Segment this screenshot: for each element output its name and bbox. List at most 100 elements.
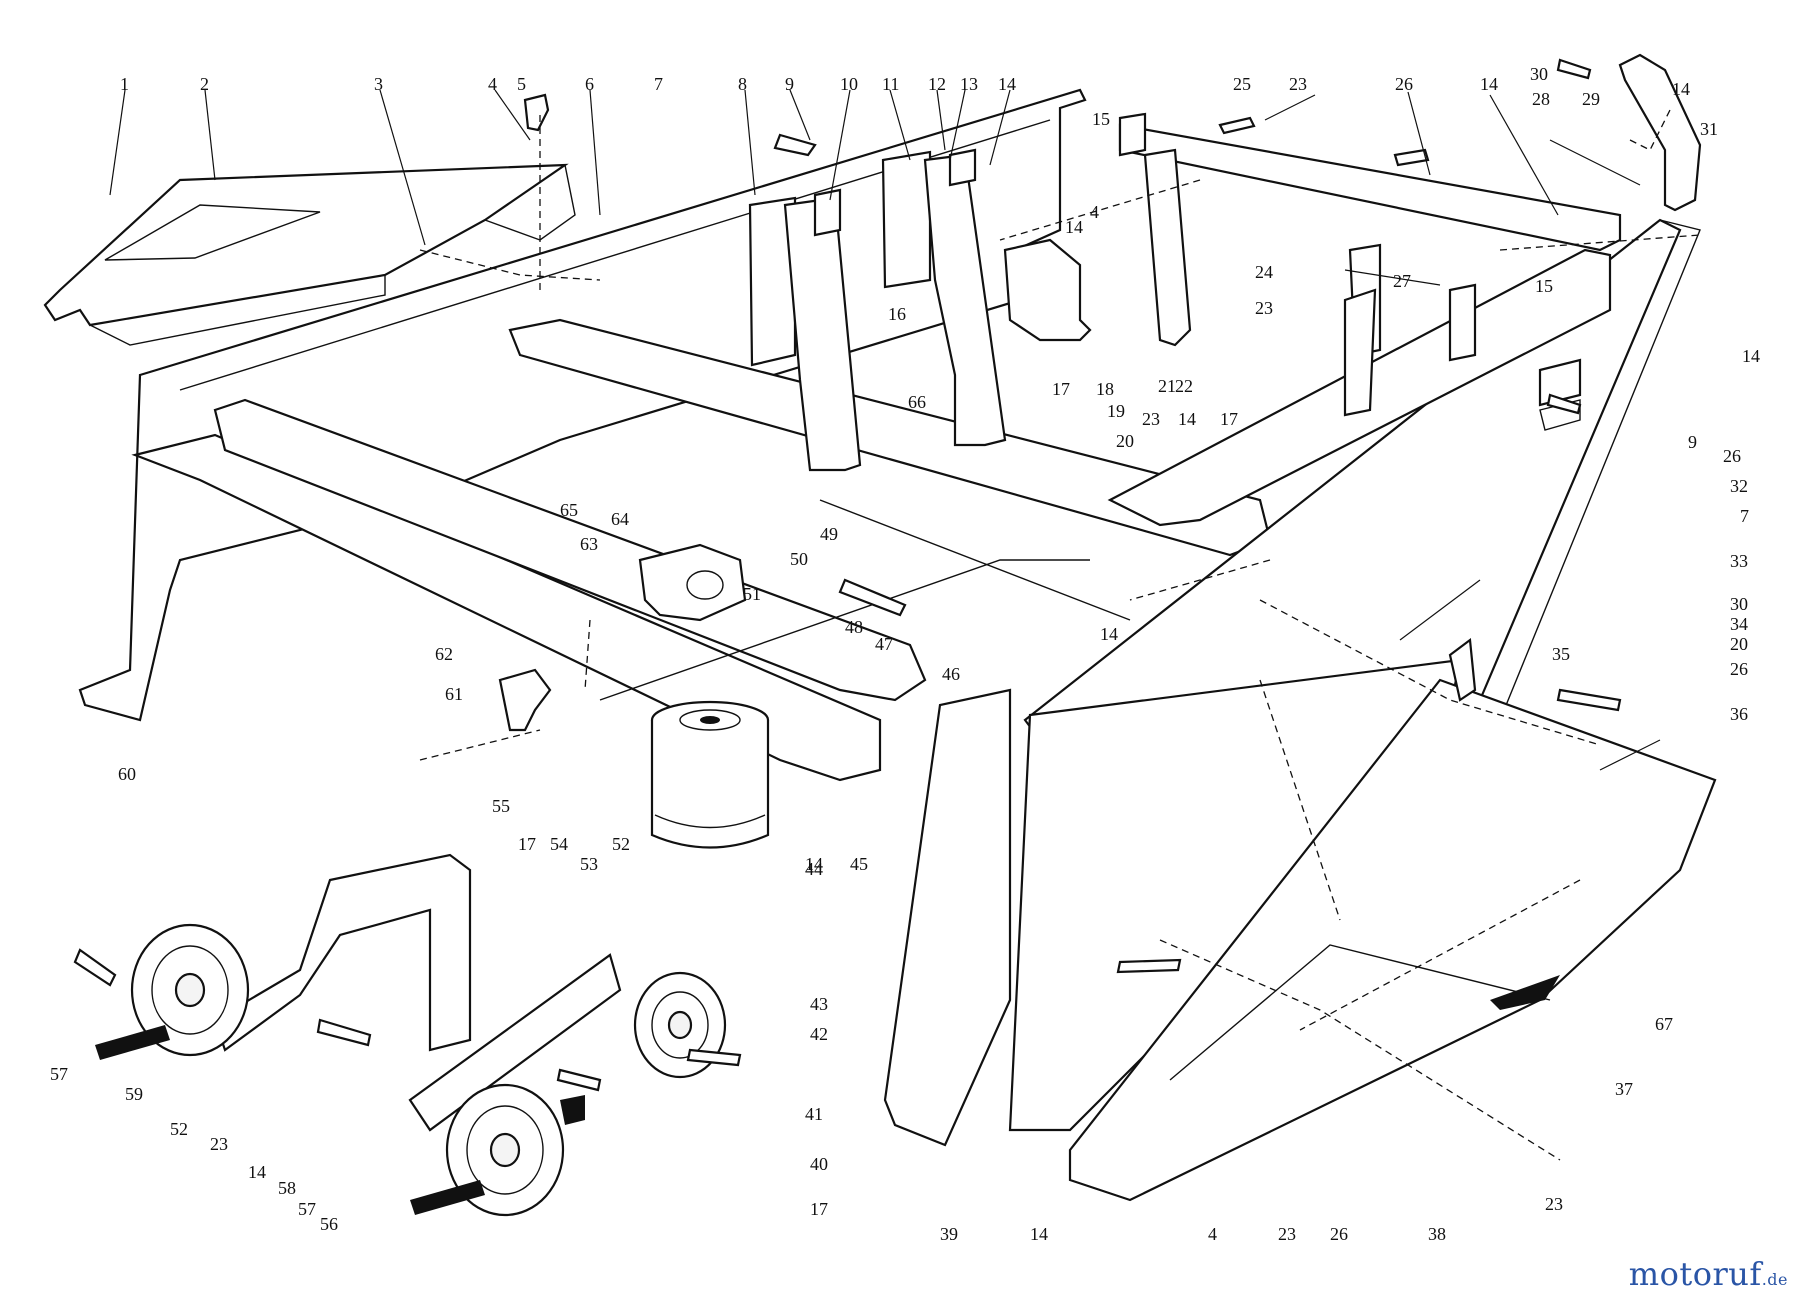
callout-67: 67 (1655, 1014, 1673, 1034)
hardware-bolts (73, 58, 1622, 1092)
callout-23: 23 (1278, 1224, 1296, 1244)
callout-4: 4 (488, 74, 497, 94)
callout-14: 14 (1672, 79, 1690, 99)
callout-15: 15 (1092, 109, 1110, 129)
oil-filter (650, 700, 770, 849)
callout-39: 39 (940, 1224, 958, 1244)
callout-30: 30 (1530, 64, 1548, 84)
callout-6: 6 (585, 74, 594, 94)
callout-64: 64 (611, 509, 629, 529)
assembly-dash-lines (419, 109, 1701, 1161)
callout-3: 3 (374, 74, 383, 94)
callout-50: 50 (790, 549, 808, 569)
callout-7: 7 (654, 74, 663, 94)
callout-63: 63 (580, 534, 598, 554)
callout-7: 7 (1740, 506, 1749, 526)
callout-13: 13 (960, 74, 978, 94)
callout-66: 66 (908, 392, 926, 412)
callout-19: 19 (1107, 401, 1125, 421)
callout-18: 18 (1096, 379, 1114, 399)
idler-bracket (213, 853, 622, 1132)
callout-2: 2 (200, 74, 209, 94)
callout-14: 14 (248, 1162, 266, 1182)
callout-41: 41 (805, 1104, 823, 1124)
callout-32: 32 (1730, 476, 1748, 496)
leader-lines (109, 89, 1661, 771)
callout-40: 40 (810, 1154, 828, 1174)
callout-15: 15 (1535, 276, 1553, 296)
callout-45: 45 (850, 854, 868, 874)
callout-26: 26 (1330, 1224, 1348, 1244)
callout-20: 20 (1116, 431, 1134, 451)
callout-43: 43 (810, 994, 828, 1014)
callout-52: 52 (170, 1119, 188, 1139)
callout-59: 59 (125, 1084, 143, 1104)
callout-35: 35 (1552, 644, 1570, 664)
callout-37: 37 (1615, 1079, 1633, 1099)
filter-adapter (638, 543, 747, 622)
brand-watermark: motoruf.de (1629, 1255, 1788, 1293)
callout-28: 28 (1532, 89, 1550, 109)
right-frame-stakes (1343, 243, 1477, 417)
callout-24: 24 (1255, 262, 1273, 282)
callout-16: 16 (888, 304, 906, 324)
elbow-fitting (498, 668, 552, 732)
callout-47: 47 (875, 634, 893, 654)
callout-17: 17 (1220, 409, 1238, 429)
callout-58: 58 (278, 1178, 296, 1198)
top-cover (43, 163, 576, 346)
callout-31: 31 (1700, 119, 1718, 139)
callout-14: 14 (1742, 346, 1760, 366)
callout-26: 26 (1723, 446, 1741, 466)
callout-17: 17 (810, 1199, 828, 1219)
lever-arm (1618, 53, 1702, 212)
callout-44: 44 (805, 859, 823, 879)
callout-52: 52 (612, 834, 630, 854)
callout-14: 14 (1030, 1224, 1048, 1244)
frame-rails (131, 318, 1272, 782)
callout-65: 65 (560, 500, 578, 520)
callout-55: 55 (492, 796, 510, 816)
callout-57: 57 (298, 1199, 316, 1219)
callout-48: 48 (845, 617, 863, 637)
callout-23: 23 (1255, 298, 1273, 318)
callout-30: 30 (1730, 594, 1748, 614)
callout-9: 9 (1688, 432, 1697, 452)
callout-49: 49 (820, 524, 838, 544)
callout-53: 53 (580, 854, 598, 874)
callout-25: 25 (1233, 74, 1251, 94)
callout-42: 42 (810, 1024, 828, 1044)
callout-11: 11 (882, 74, 899, 94)
callout-14: 14 (1100, 624, 1118, 644)
callout-8: 8 (738, 74, 747, 94)
callout-23: 23 (1289, 74, 1307, 94)
callout-33: 33 (1730, 551, 1748, 571)
callout-51: 51 (743, 584, 761, 604)
top-crossbar (1118, 112, 1622, 252)
callout-9: 9 (785, 74, 794, 94)
callout-36: 36 (1730, 704, 1748, 724)
pulley-center (410, 1083, 585, 1217)
callout-14: 14 (805, 854, 823, 874)
callout-23: 23 (1545, 1194, 1563, 1214)
callout-22: 22 (1175, 376, 1193, 396)
callout-60: 60 (118, 764, 136, 784)
callout-23: 23 (210, 1134, 228, 1154)
callout-10: 10 (840, 74, 858, 94)
brand-suffix: .de (1761, 1270, 1788, 1289)
callout-38: 38 (1428, 1224, 1446, 1244)
callout-27: 27 (1393, 271, 1411, 291)
pulley-left (95, 923, 250, 1060)
brand-name: motoruf (1628, 1255, 1762, 1293)
callout-26: 26 (1730, 659, 1748, 679)
callout-54: 54 (550, 834, 568, 854)
callout-61: 61 (445, 684, 463, 704)
callout-14: 14 (998, 74, 1016, 94)
callout-1: 1 (120, 74, 129, 94)
callout-29: 29 (1582, 89, 1600, 109)
callout-62: 62 (435, 644, 453, 664)
callout-34: 34 (1730, 614, 1748, 634)
callout-57: 57 (50, 1064, 68, 1084)
callout-56: 56 (320, 1214, 338, 1234)
